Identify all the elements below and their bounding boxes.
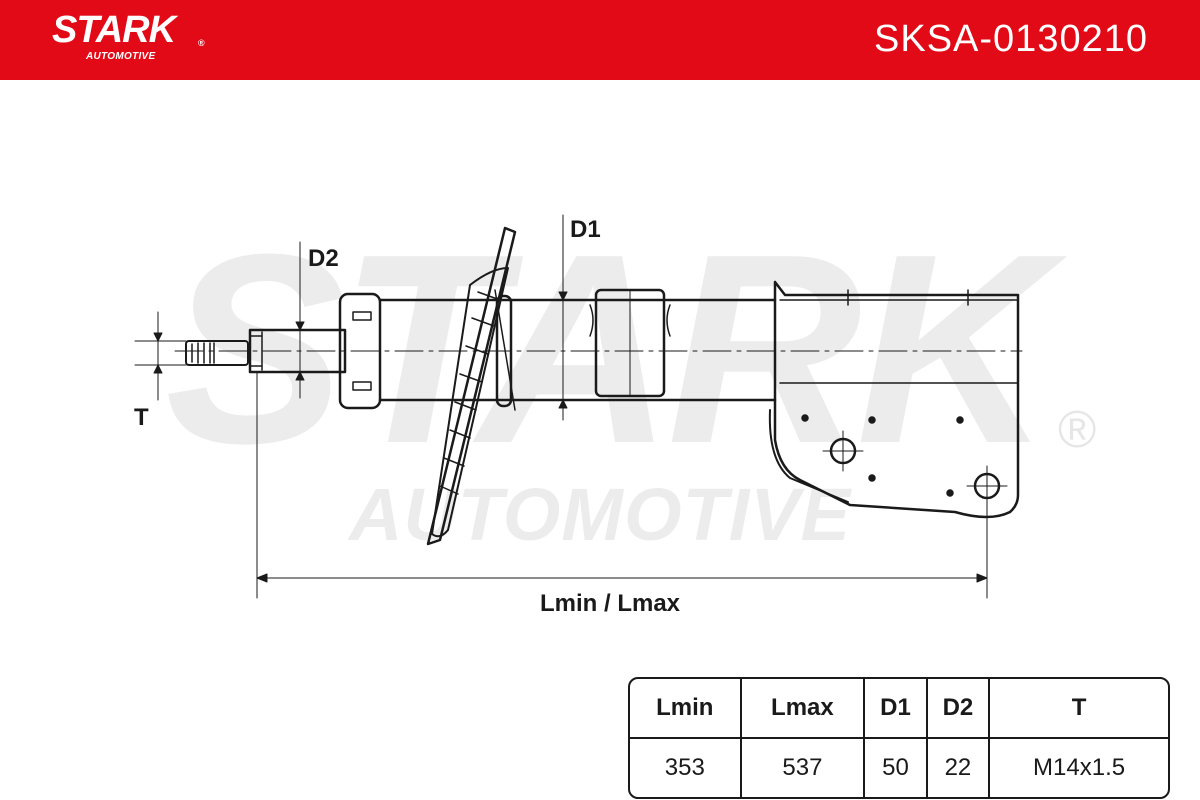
value-d2: 22 (925, 739, 988, 797)
watermark-subtitle: AUTOMOTIVE (349, 473, 851, 556)
dimension-label-t: T (134, 404, 149, 431)
piston-rod (248, 328, 347, 374)
header-t: T (988, 679, 1168, 739)
dimension-label-d2: D2 (308, 245, 339, 272)
dimension-lines (134, 214, 988, 599)
table-row: 353 537 50 22 M14x1.5 (630, 739, 1168, 797)
header-lmax: Lmax (739, 679, 864, 739)
logo-registered-mark: ® (198, 38, 205, 48)
part-number: SKSA-0130210 (874, 18, 1148, 60)
top-cap (338, 292, 382, 410)
value-lmax: 537 (739, 739, 864, 797)
header-lmin: Lmin (630, 679, 740, 739)
specifications-table: Lmin Lmax D1 D2 T 353 537 50 22 M14x1.5 (628, 677, 1170, 799)
dimension-label-length: Lmin / Lmax (540, 590, 681, 617)
collar (589, 288, 671, 398)
dimension-label-d1: D1 (570, 216, 601, 243)
body-tube (378, 298, 777, 402)
mounting-bracket (768, 280, 1020, 519)
logo-brand: STARK (52, 9, 176, 51)
threaded-stud (185, 340, 249, 366)
header-bar: STARK ® AUTOMOTIVE SKSA-0130210 (0, 0, 1200, 80)
value-lmin: 353 (664, 754, 705, 781)
header-d1: D1 (863, 679, 926, 739)
spring-seat (426, 226, 517, 546)
table-header-row: Lmin Lmax D1 D2 T (630, 679, 1168, 739)
value-d1: 50 (863, 739, 925, 797)
header-d2: D2 (925, 679, 989, 739)
watermark-registered-mark: ® (1058, 401, 1097, 459)
stark-logo: STARK ® AUTOMOTIVE (52, 9, 205, 62)
watermark-brand: STARK (165, 199, 1051, 500)
value-t: M14x1.5 (988, 739, 1168, 797)
logo-subtitle: AUTOMOTIVE (86, 51, 156, 62)
